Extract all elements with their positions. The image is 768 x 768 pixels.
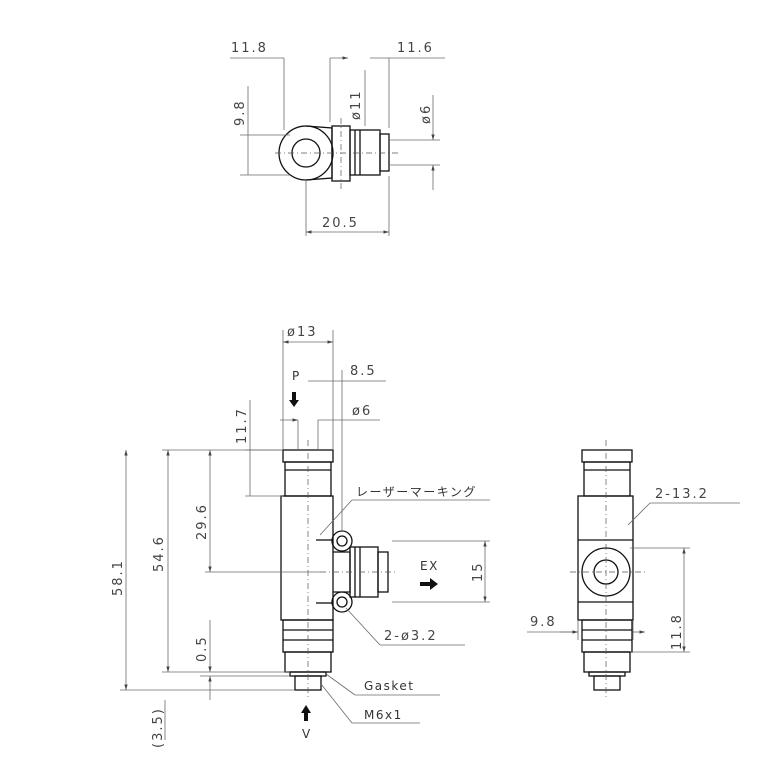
- front-port-v-arrow: [301, 705, 311, 721]
- top-view: 11.8 11.6 ø11 ø6 9.8 20.5: [230, 41, 445, 236]
- front-dim-29-6: 29.6: [195, 503, 210, 540]
- top-dim-9-8: 9.8: [233, 99, 248, 126]
- front-dim-58-1: 58.1: [111, 559, 126, 596]
- front-port-p-arrow: [289, 392, 299, 407]
- front-port-ex-arrow: [420, 578, 438, 590]
- front-dim-3-5: (3.5): [151, 707, 166, 748]
- front-mount-hole-bottom: [331, 591, 353, 613]
- top-dim-20-5: 20.5: [322, 216, 359, 231]
- side-view: 2-13.2 9.8 11.8: [527, 440, 740, 700]
- top-view-fitting-tip: [379, 133, 390, 172]
- front-thread-label: M6x1: [364, 708, 403, 722]
- side-dim-9-8: 9.8: [530, 615, 557, 630]
- top-dim-phi6: ø6: [419, 104, 434, 124]
- front-dim-15: 15: [471, 561, 486, 582]
- front-dim-phi6: ø6: [352, 404, 372, 419]
- front-laser-marking-label: レーザーマーキング: [356, 485, 477, 499]
- front-port-v-label: V: [302, 727, 312, 741]
- front-port-p-label: P: [292, 369, 301, 383]
- front-dim-8-5: 8.5: [350, 364, 377, 379]
- front-mount-hole-top: [331, 530, 353, 552]
- side-dim-11-8: 11.8: [670, 613, 685, 650]
- side-thread: [593, 675, 621, 691]
- front-dim-11-7: 11.7: [235, 407, 250, 444]
- top-dim-phi11: ø11: [349, 90, 364, 121]
- front-dim-phi13: ø13: [287, 325, 318, 340]
- side-top-fitting: [581, 449, 633, 463]
- top-dim-11-6: 11.6: [397, 41, 434, 56]
- front-main-body: [280, 495, 334, 621]
- side-dim-2-13-2: 2-13.2: [655, 487, 709, 502]
- front-port-ex-label: EX: [420, 559, 439, 573]
- front-dim-0-5: 0.5: [195, 635, 210, 662]
- front-gasket-label: Gasket: [364, 679, 415, 693]
- front-holes-label: 2-ø3.2: [384, 629, 438, 644]
- top-dim-11-8: 11.8: [231, 41, 268, 56]
- front-view: ø13 8.5 ø6 P 11.7 29.6 54.6 58.1: [111, 325, 490, 748]
- front-dim-54-6: 54.6: [152, 535, 167, 572]
